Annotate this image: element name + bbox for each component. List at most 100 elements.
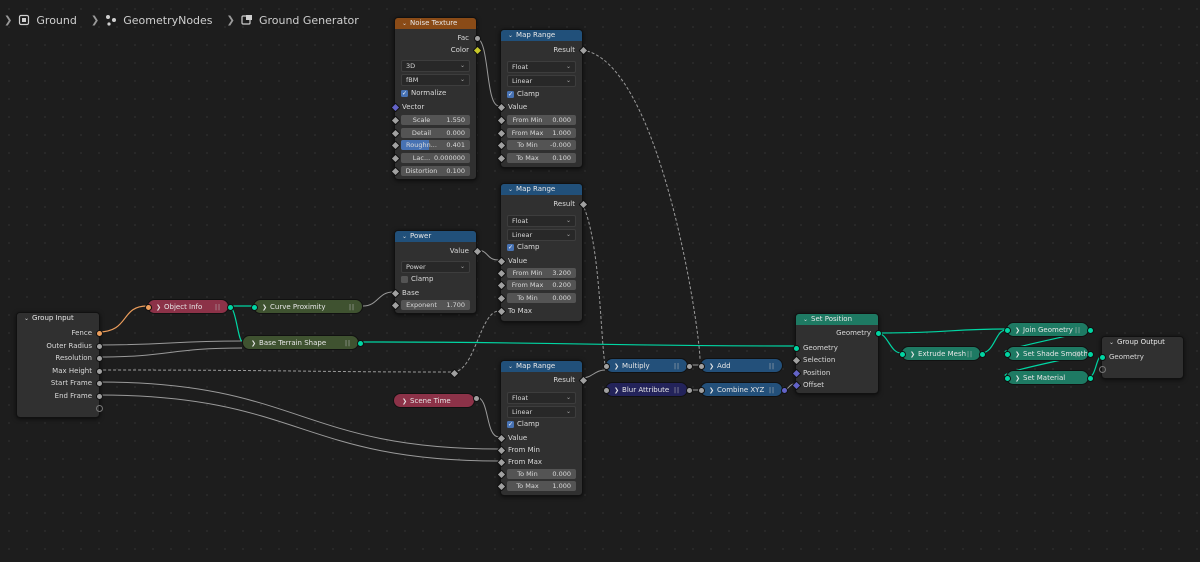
to-min-field[interactable]: To Min-0.000: [507, 140, 576, 150]
chevron-right-icon[interactable]: ❯: [251, 340, 257, 347]
socket-input[interactable]: [1099, 354, 1106, 361]
socket-input[interactable]: [1004, 327, 1011, 334]
socket-input[interactable]: [1004, 351, 1011, 358]
blur-attribute-node[interactable]: ❯Blur Attribute||: [605, 382, 688, 397]
curve-proximity-node[interactable]: ❯Curve Proximity||: [253, 299, 363, 314]
clamp-checkbox[interactable]: ✓Clamp: [507, 89, 539, 100]
chevron-down-icon[interactable]: ⌄: [1109, 339, 1115, 346]
socket-output[interactable]: [1087, 351, 1094, 358]
socket-output[interactable]: [357, 340, 364, 347]
chevron-down-icon[interactable]: ⌄: [402, 20, 408, 27]
object-info-node[interactable]: ❯Object Info||: [147, 299, 229, 314]
data-type-dropdown[interactable]: Float⌄: [507, 392, 576, 404]
set-position-node[interactable]: ⌄Set Position Geometry Geometry Selectio…: [791, 313, 882, 394]
socket-output[interactable]: [686, 363, 693, 370]
breadcrumb-item-node-group[interactable]: Ground Generator: [241, 14, 359, 27]
node-header[interactable]: ⌄Group Input: [17, 313, 99, 324]
socket-output[interactable]: [1087, 327, 1094, 334]
node-header[interactable]: ⌄Set Position: [796, 314, 878, 325]
node-header[interactable]: ⌄Map Range: [501, 361, 582, 372]
multiply-node[interactable]: ❯Multiply||: [605, 358, 688, 373]
dimensions-dropdown[interactable]: 3D⌄: [401, 60, 470, 72]
lacunarity-field[interactable]: Lac...0.000000: [401, 153, 470, 163]
socket-empty[interactable]: [96, 405, 103, 412]
socket-input[interactable]: [793, 345, 800, 352]
socket-output[interactable]: [96, 380, 103, 387]
chevron-right-icon[interactable]: ❯: [1015, 375, 1021, 382]
socket-output[interactable]: [875, 330, 882, 337]
socket-output[interactable]: [227, 304, 234, 311]
socket-output[interactable]: [473, 395, 480, 402]
normalize-checkbox[interactable]: ✓Normalize: [401, 88, 446, 99]
socket-output[interactable]: [686, 387, 693, 394]
socket-output[interactable]: [96, 355, 103, 362]
scene-time-node[interactable]: ❯Scene Time: [393, 393, 475, 408]
chevron-right-icon[interactable]: ❯: [1015, 351, 1021, 358]
group-input-node[interactable]: ⌄Group Input Fence Outer Radius Resoluti…: [16, 312, 103, 418]
chevron-right-icon[interactable]: ❯: [4, 14, 13, 26]
chevron-right-icon[interactable]: ❯: [1015, 327, 1021, 334]
interpolation-dropdown[interactable]: Linear⌄: [507, 229, 576, 241]
chevron-down-icon[interactable]: ⌄: [402, 233, 408, 240]
chevron-down-icon[interactable]: ⌄: [508, 32, 514, 39]
clamp-checkbox[interactable]: ✓Clamp: [507, 242, 539, 253]
chevron-right-icon[interactable]: ❯: [262, 304, 268, 311]
node-header[interactable]: ⌄Map Range: [501, 30, 582, 41]
socket-output[interactable]: [96, 330, 103, 337]
interpolation-dropdown[interactable]: Linear⌄: [507, 406, 576, 418]
chevron-right-icon[interactable]: ❯: [156, 304, 162, 311]
chevron-down-icon[interactable]: ⌄: [508, 363, 514, 370]
chevron-right-icon[interactable]: ❯: [709, 387, 715, 394]
data-type-dropdown[interactable]: Float⌄: [507, 61, 576, 73]
socket-output[interactable]: [96, 368, 103, 375]
socket-input[interactable]: [698, 363, 705, 370]
socket-input[interactable]: [1004, 375, 1011, 382]
map-range-node-3[interactable]: ⌄Map Range Result Float⌄ Linear⌄ ✓Clamp …: [496, 360, 589, 496]
base-terrain-shape-node[interactable]: ❯Base Terrain Shape||: [242, 335, 359, 350]
socket-input[interactable]: [145, 304, 152, 311]
join-geometry-node[interactable]: ❯Join Geometry||: [1006, 322, 1089, 337]
breadcrumb-item-modifier[interactable]: GeometryNodes: [105, 14, 213, 27]
set-material-node[interactable]: ❯Set Material: [1006, 370, 1089, 385]
map-range-node-1[interactable]: ⌄Map Range Result Float⌄ Linear⌄ ✓Clamp …: [496, 29, 589, 168]
socket-output[interactable]: [781, 387, 788, 394]
add-node[interactable]: ❯Add||: [700, 358, 783, 373]
map-range-node-2[interactable]: ⌄Map Range Result Float⌄ Linear⌄ ✓Clamp …: [496, 183, 589, 322]
chevron-down-icon[interactable]: ⌄: [508, 186, 514, 193]
roughness-field[interactable]: Roughn...0.401: [401, 140, 470, 150]
chevron-down-icon[interactable]: ⌄: [24, 315, 30, 322]
interpolation-dropdown[interactable]: Linear⌄: [507, 75, 576, 87]
chevron-right-icon[interactable]: ❯: [614, 387, 620, 394]
socket-input[interactable]: [603, 387, 610, 394]
operation-dropdown[interactable]: Power⌄: [401, 261, 470, 273]
clamp-checkbox[interactable]: Clamp: [401, 274, 433, 285]
chevron-right-icon[interactable]: ❯: [402, 398, 408, 405]
node-header[interactable]: ⌄Noise Texture: [395, 18, 476, 29]
data-type-dropdown[interactable]: Float⌄: [507, 215, 576, 227]
socket-output[interactable]: [1087, 375, 1094, 382]
chevron-right-icon[interactable]: ❯: [614, 363, 620, 370]
socket-output[interactable]: [96, 393, 103, 400]
clamp-checkbox[interactable]: ✓Clamp: [507, 419, 539, 430]
socket-input[interactable]: [603, 363, 610, 370]
type-dropdown[interactable]: fBM⌄: [401, 74, 470, 86]
combine-xyz-node[interactable]: ❯Combine XYZ||: [700, 382, 783, 397]
socket-output[interactable]: [96, 343, 103, 350]
chevron-down-icon[interactable]: ⌄: [803, 316, 809, 323]
socket-output[interactable]: [474, 35, 481, 42]
node-header[interactable]: ⌄Group Output: [1102, 337, 1183, 348]
socket-output[interactable]: [979, 351, 986, 358]
breadcrumb-item-object[interactable]: Ground: [18, 14, 77, 27]
